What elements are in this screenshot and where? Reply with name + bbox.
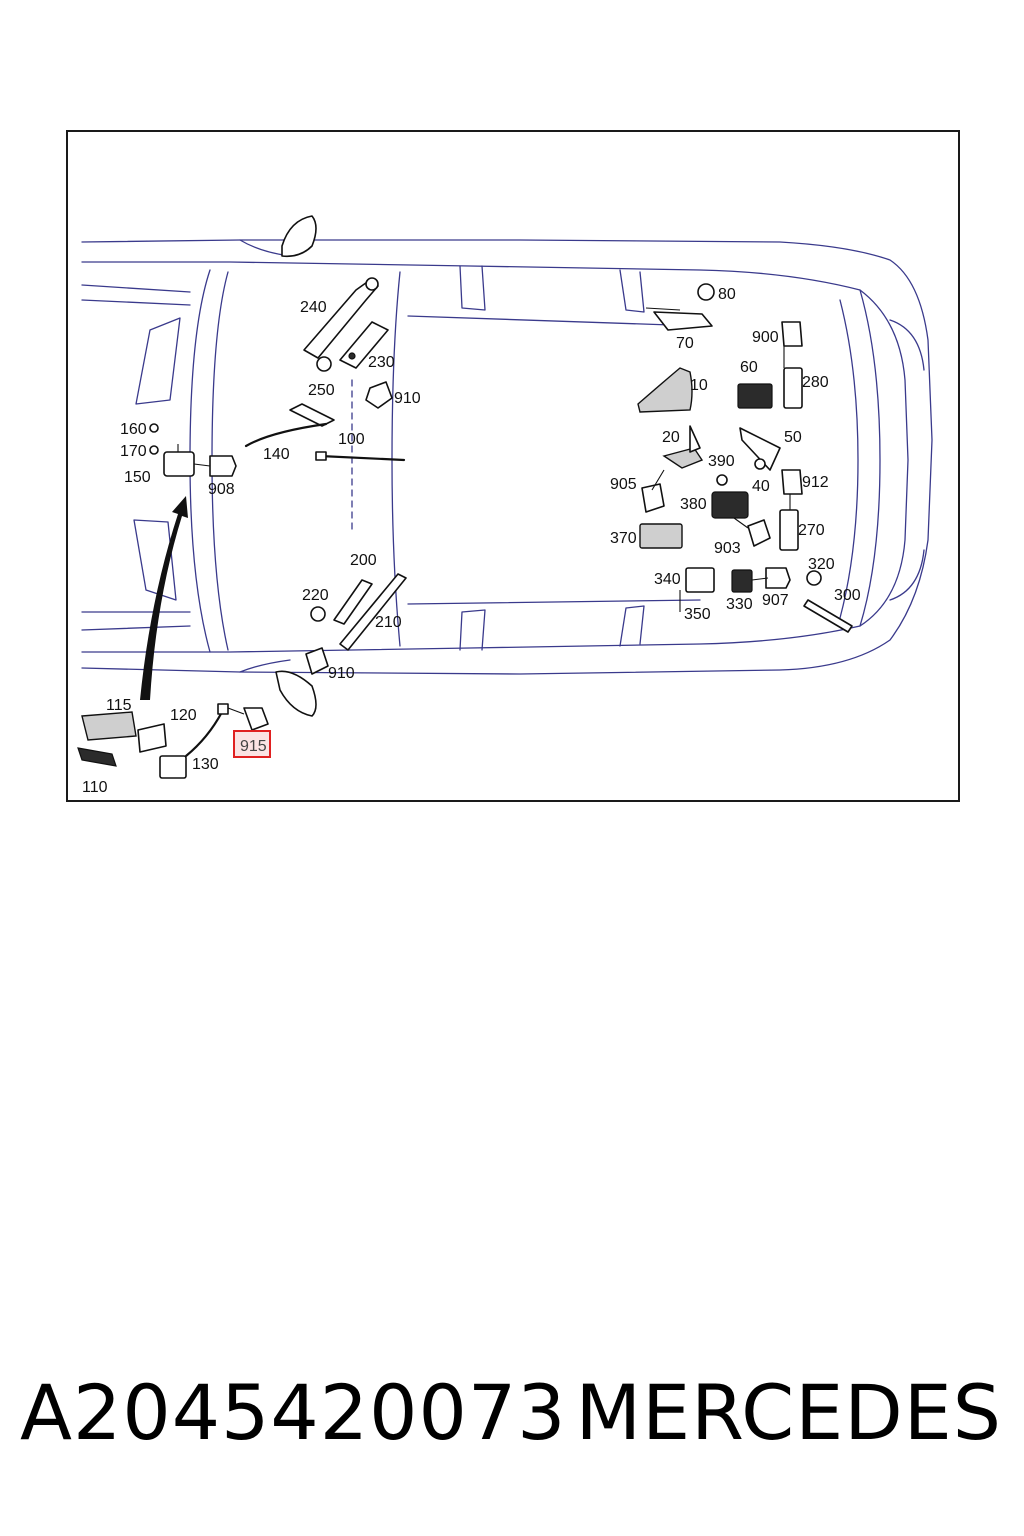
callout-label: 907 [762, 592, 789, 609]
callout-label: 40 [752, 478, 770, 495]
callout-label: 912 [802, 474, 829, 491]
callout-label-highlighted: 915 [240, 738, 267, 755]
caption-bar: A2045420073 MERCEDES [0, 1368, 1024, 1478]
part-40-clip [754, 458, 766, 470]
part-110-base [77, 747, 117, 767]
part-320-nut [806, 570, 822, 586]
part-240-antenna-bracket [303, 277, 379, 359]
callout-label: 50 [784, 429, 802, 446]
callout-label: 270 [798, 522, 825, 539]
part-230-module [339, 321, 389, 369]
part-200-antenna-bracket [333, 579, 373, 625]
callout-label: 130 [192, 756, 219, 773]
part-60-switch [737, 383, 773, 409]
callout-label: 250 [308, 382, 335, 399]
parts-diagram: 240 230 250 910 160 170 150 908 140 100 … [66, 130, 960, 802]
callout-label: 20 [662, 429, 680, 446]
arrow-icon [140, 496, 188, 700]
callout-label: 110 [82, 779, 108, 796]
part-270-module [779, 509, 799, 551]
callout-label: 120 [170, 707, 197, 724]
callout-label: 140 [263, 446, 290, 463]
left-mirror [281, 215, 317, 258]
part-115-cover [81, 711, 137, 741]
part-10-shark-antenna [637, 367, 693, 413]
part-390-nut [716, 474, 728, 486]
callout-label: 300 [834, 587, 861, 604]
diagram-frame [66, 130, 960, 802]
callout-label: 220 [302, 587, 329, 604]
part-70-bracket [645, 307, 713, 331]
right-mirror [275, 670, 317, 717]
callout-label: 910 [394, 390, 421, 407]
callout-label: 908 [208, 481, 235, 498]
part-915-label [243, 707, 269, 731]
part-910-label-bottom [305, 647, 329, 675]
part-210-antenna-rod [339, 573, 407, 651]
highlight-box [233, 730, 271, 758]
callout-label: 80 [718, 286, 736, 303]
part-380-control-unit [711, 491, 749, 519]
part-340-module [685, 567, 715, 593]
part-250-nut [316, 356, 332, 372]
part-900-label [781, 321, 803, 347]
part-300-antenna-rod [803, 599, 853, 633]
callout-label: 210 [375, 614, 402, 631]
part-80-grommet [697, 283, 715, 301]
brand-name: MERCEDES [575, 1368, 1002, 1457]
callout-label: 280 [802, 374, 829, 391]
callout-label: 230 [368, 354, 395, 371]
callout-label: 150 [124, 469, 151, 486]
part-280-module [783, 367, 803, 409]
part-370-control-unit [639, 523, 683, 549]
callout-label: 240 [300, 299, 327, 316]
part-912-label [781, 469, 803, 495]
leader-lines [193, 346, 791, 715]
part-50-bracket [739, 427, 781, 471]
part-130-module-cable [159, 703, 229, 779]
callout-label: 115 [106, 697, 132, 714]
part-903-label [747, 519, 771, 547]
callouts: 240 230 250 910 160 170 150 908 140 100 … [82, 286, 861, 796]
callout-label: 70 [676, 335, 694, 352]
callout-label: 160 [120, 421, 147, 438]
callout-label: 380 [680, 496, 707, 513]
part-number: A2045420073 [20, 1368, 567, 1457]
part-120-holder [137, 723, 167, 753]
part-905-label [641, 483, 665, 513]
callout-label: 320 [808, 556, 835, 573]
part-20-antenna [662, 425, 704, 469]
callout-label: 10 [690, 377, 708, 394]
callout-label: 100 [338, 431, 365, 448]
callout-label: 390 [708, 453, 735, 470]
callout-label: 60 [740, 359, 758, 376]
part-170-nut [149, 445, 159, 455]
callout-label: 900 [752, 329, 779, 346]
callout-label: 340 [654, 571, 681, 588]
callout-label: 910 [328, 665, 355, 682]
callout-label: 905 [610, 476, 637, 493]
callout-label: 170 [120, 443, 147, 460]
part-140-cable-bracket [244, 403, 335, 448]
part-160-screw [149, 423, 159, 433]
callout-label: 370 [610, 530, 637, 547]
callout-label: 903 [714, 540, 741, 557]
callout-label: 330 [726, 596, 753, 613]
part-330-module [731, 569, 753, 593]
part-908-label [209, 455, 237, 477]
part-907-label [765, 567, 791, 589]
part-910-label-top [365, 381, 393, 409]
callout-label: 200 [350, 552, 377, 569]
callout-label: 350 [684, 606, 711, 623]
part-220-nut [310, 606, 326, 622]
part-100-cable [315, 451, 406, 462]
